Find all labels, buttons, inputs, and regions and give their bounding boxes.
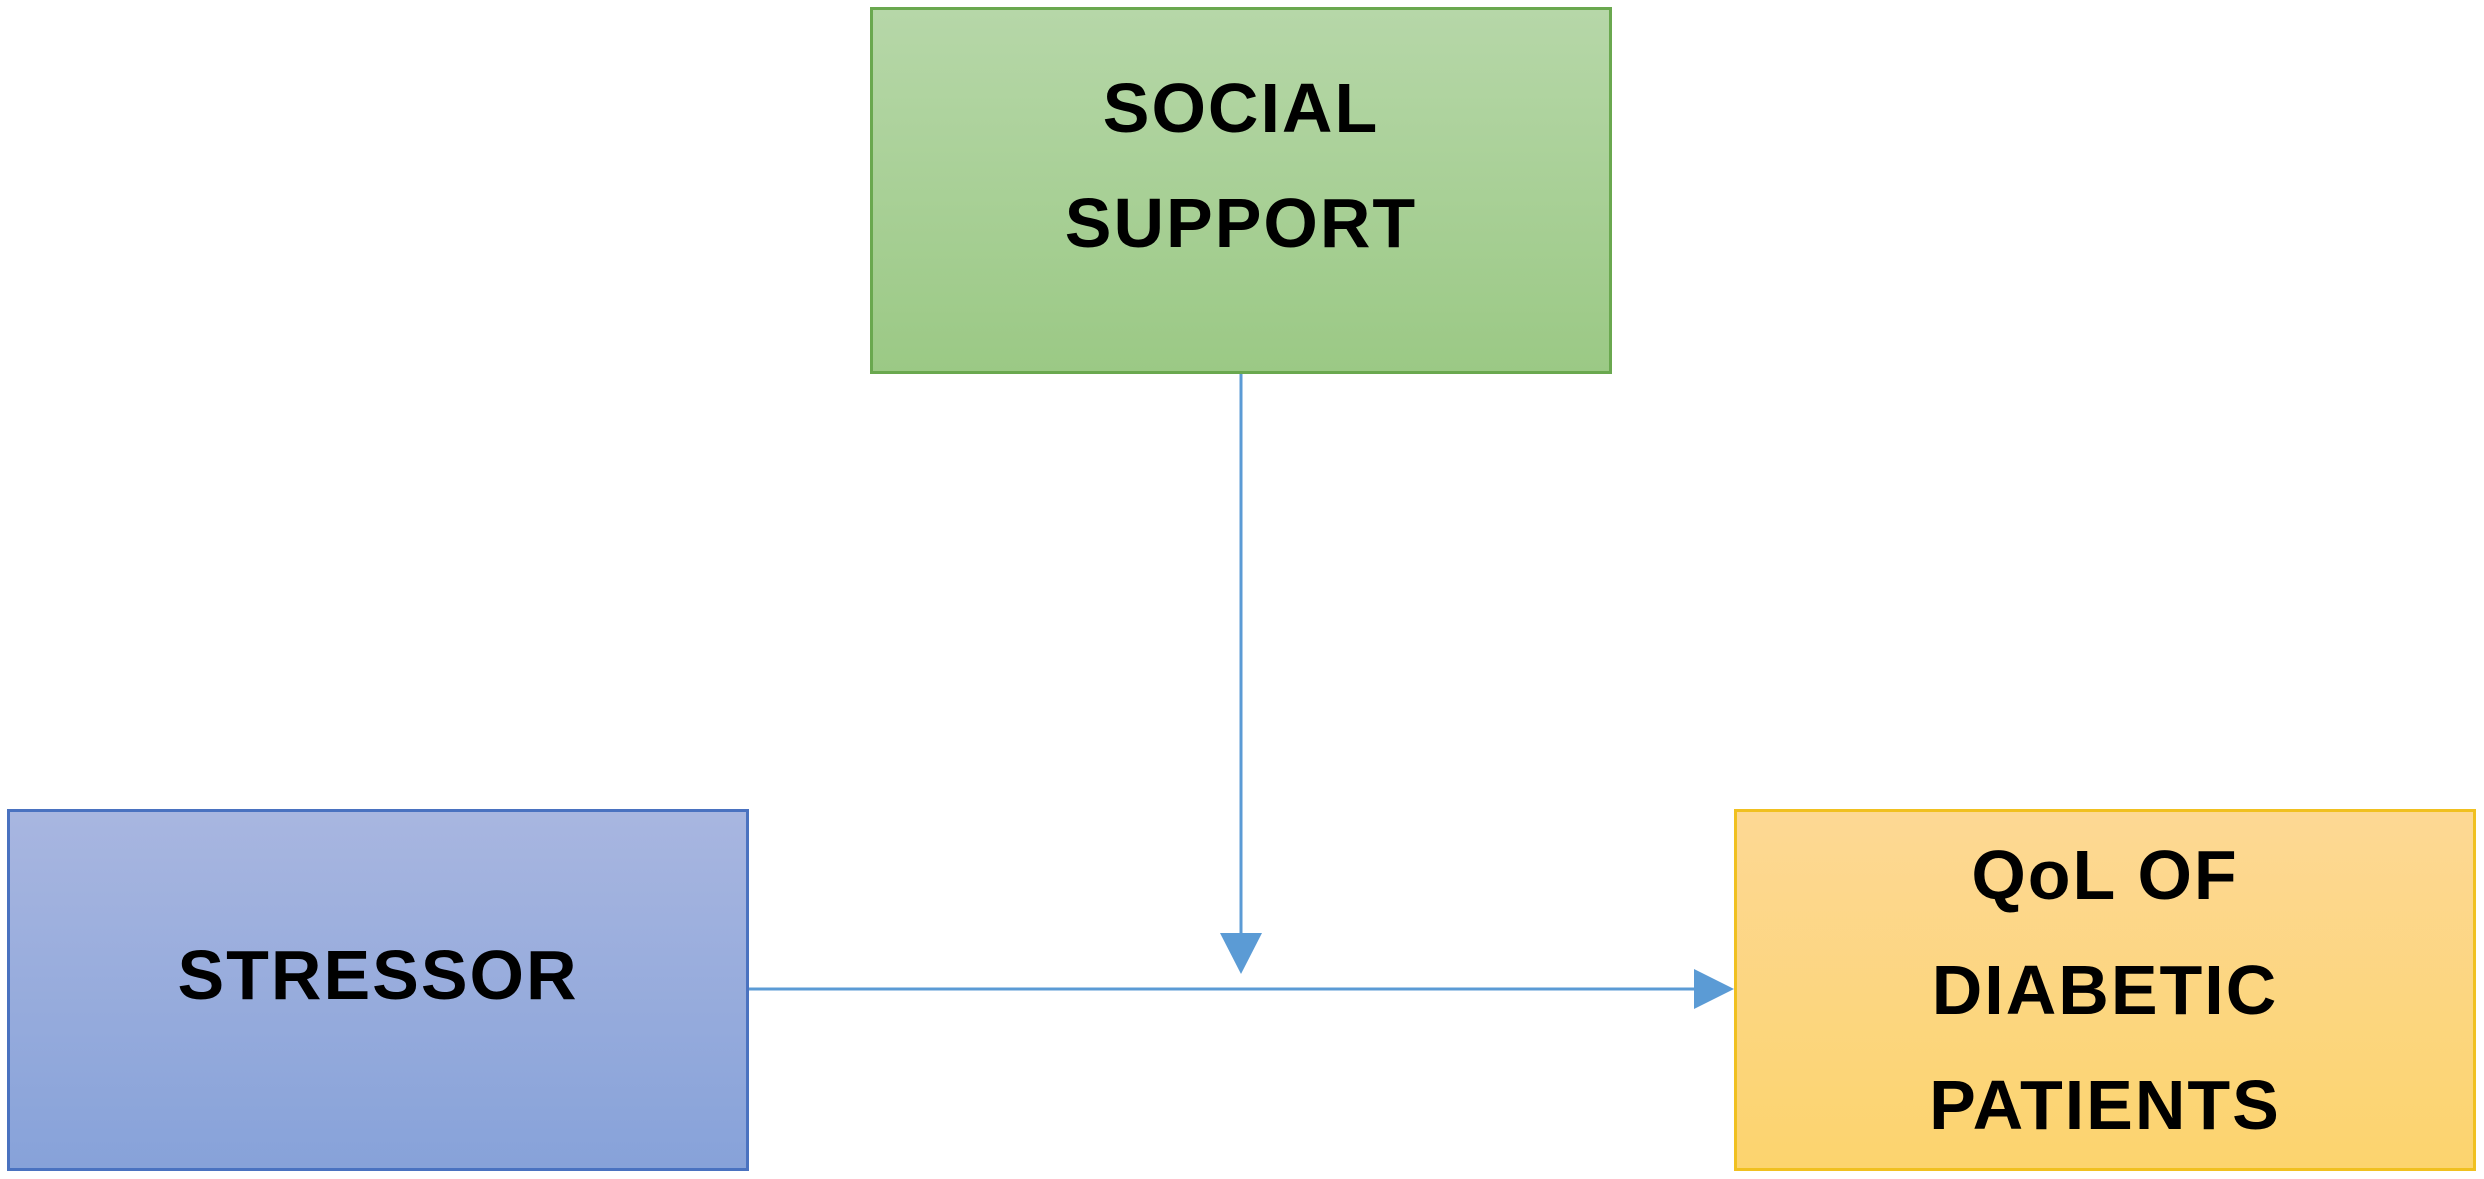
stressor-to-qol-arrowhead [1694,969,1734,1009]
social-support-arrowhead [1220,933,1262,974]
stressor-label: STRESSOR [177,935,579,1014]
qol-label: QoL OF DIABETIC PATIENTS [1929,835,2281,1144]
social-support-label: SOCIAL SUPPORT [1064,68,1418,262]
social-support-node: SOCIAL SUPPORT [870,7,1612,374]
qol-node: QoL OF DIABETIC PATIENTS [1734,809,2476,1171]
stressor-node: STRESSOR [7,809,749,1171]
